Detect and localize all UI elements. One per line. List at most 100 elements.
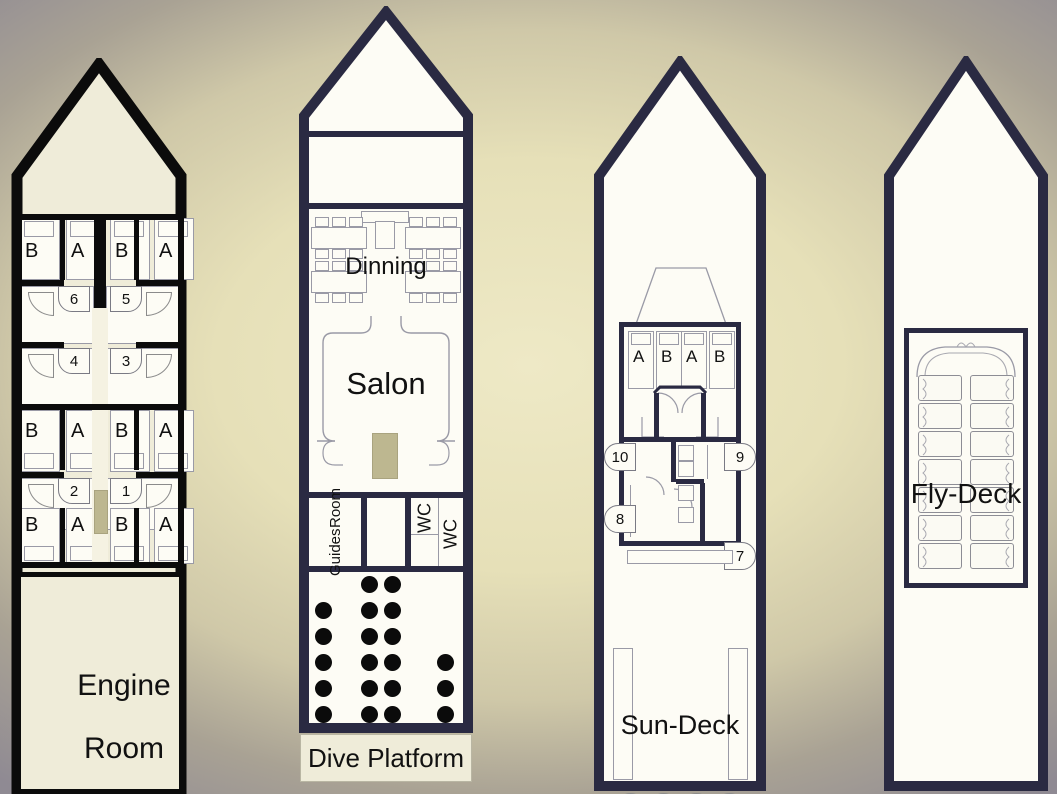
bed-label-b: B bbox=[115, 514, 129, 536]
tank-dot bbox=[361, 576, 378, 593]
cabin-number-3[interactable]: 3 bbox=[110, 348, 142, 374]
dining-chair bbox=[426, 261, 440, 271]
wc-divider bbox=[411, 534, 438, 535]
pillow bbox=[24, 546, 54, 561]
service-bulkhead bbox=[303, 566, 469, 572]
bed-label-b: B bbox=[661, 347, 673, 366]
cabin-number-6[interactable]: 6 bbox=[58, 286, 90, 312]
dining-chair bbox=[349, 293, 363, 303]
bed-label-b: B bbox=[25, 240, 39, 262]
dining-chair bbox=[315, 249, 329, 259]
dining-chair bbox=[443, 217, 457, 227]
pillow bbox=[114, 453, 144, 469]
engine-room bbox=[16, 572, 184, 794]
lounge-canopy bbox=[916, 342, 1016, 378]
tank-dot bbox=[315, 680, 332, 697]
bed-label-b: B bbox=[115, 420, 129, 442]
main-deck-hull bbox=[295, 6, 477, 794]
hull-wall bbox=[178, 216, 184, 568]
cabin-divider bbox=[60, 220, 65, 280]
fly-deck: Fly-Deck bbox=[880, 56, 1052, 794]
dining-chair bbox=[409, 261, 423, 271]
wc-label-1: WC bbox=[414, 503, 435, 533]
dining-chair bbox=[315, 261, 329, 271]
bed-label-a: A bbox=[159, 240, 173, 262]
tank-dot bbox=[384, 576, 401, 593]
dive-platform-plate[interactable]: Dive Platform bbox=[300, 734, 472, 782]
deck-wall bbox=[16, 562, 184, 568]
dining-chair bbox=[426, 217, 440, 227]
cabin-divider bbox=[60, 410, 65, 470]
bed-label-b: B bbox=[115, 240, 129, 262]
dining-chair bbox=[426, 293, 440, 303]
tank-dot bbox=[384, 602, 401, 619]
cabin-divider bbox=[134, 220, 139, 280]
wc-divider bbox=[438, 498, 439, 566]
aft-bench bbox=[627, 550, 733, 564]
sun-bench-right bbox=[728, 648, 748, 780]
dining-table bbox=[311, 227, 367, 249]
fly-deck-lounge bbox=[904, 328, 1028, 588]
dining-table bbox=[405, 227, 461, 249]
deck-wall bbox=[16, 404, 184, 410]
bathroom-fixture bbox=[678, 445, 694, 461]
tank-dot bbox=[361, 628, 378, 645]
pillow bbox=[24, 453, 54, 469]
tank-dot bbox=[384, 654, 401, 671]
dining-chair bbox=[443, 293, 457, 303]
dining-chair bbox=[443, 261, 457, 271]
bed-label-b: B bbox=[25, 420, 39, 442]
dining-chair bbox=[332, 293, 346, 303]
hull-wall bbox=[16, 216, 22, 568]
bathroom-fixture bbox=[678, 485, 694, 501]
cabin-number-10[interactable]: 10 bbox=[604, 443, 636, 471]
bed-label-a: A bbox=[71, 240, 85, 262]
salon-area bbox=[309, 311, 463, 491]
dinning-pillar bbox=[375, 221, 395, 249]
dining-chair bbox=[349, 249, 363, 259]
cabin-divider bbox=[701, 393, 706, 439]
service-bulkhead bbox=[303, 492, 469, 498]
wc-label-2: WC bbox=[440, 519, 461, 549]
tank-dot bbox=[315, 628, 332, 645]
cabin-divider bbox=[134, 508, 139, 562]
cabin-number-1[interactable]: 1 bbox=[110, 478, 142, 504]
cabin-number-8[interactable]: 8 bbox=[604, 505, 636, 533]
bathroom-fixture bbox=[678, 461, 694, 477]
lounger-headrests bbox=[922, 378, 1010, 568]
pillow bbox=[631, 333, 651, 345]
dining-chair bbox=[332, 249, 346, 259]
bow-bulkhead bbox=[303, 131, 469, 137]
deck-wall bbox=[16, 280, 64, 286]
cabin-number-4[interactable]: 4 bbox=[58, 348, 90, 374]
tank-dot bbox=[361, 654, 378, 671]
cabin-divider bbox=[700, 483, 705, 541]
bed-label-b: B bbox=[25, 514, 39, 536]
dining-chair bbox=[332, 217, 346, 227]
bed-label-a: A bbox=[633, 347, 645, 366]
guides-line1: Guides bbox=[326, 528, 344, 576]
upper-cabin-block: A B A B bbox=[619, 322, 741, 546]
dining-chair bbox=[409, 249, 423, 259]
tank-dot bbox=[361, 706, 378, 723]
cabin-number-2[interactable]: 2 bbox=[58, 478, 90, 504]
sun-lounger bbox=[970, 515, 1014, 541]
cabin-divider bbox=[671, 442, 676, 482]
dining-chair bbox=[332, 261, 346, 271]
bed-label-a: A bbox=[159, 514, 173, 536]
tank-dot bbox=[437, 654, 454, 671]
tank-dot bbox=[437, 706, 454, 723]
tank-dot bbox=[315, 654, 332, 671]
sun-lounger bbox=[970, 459, 1014, 485]
dining-chair bbox=[315, 217, 329, 227]
dining-chair bbox=[409, 217, 423, 227]
tank-dot bbox=[437, 680, 454, 697]
dining-chair bbox=[443, 249, 457, 259]
service-divider bbox=[361, 496, 367, 568]
dining-chair bbox=[426, 249, 440, 259]
pillow bbox=[114, 546, 144, 561]
cabin-number-9[interactable]: 9 bbox=[724, 443, 756, 471]
cabin-number-5[interactable]: 5 bbox=[110, 286, 142, 312]
lower-deck: B A B A 6 5 4 3 bbox=[8, 58, 194, 794]
